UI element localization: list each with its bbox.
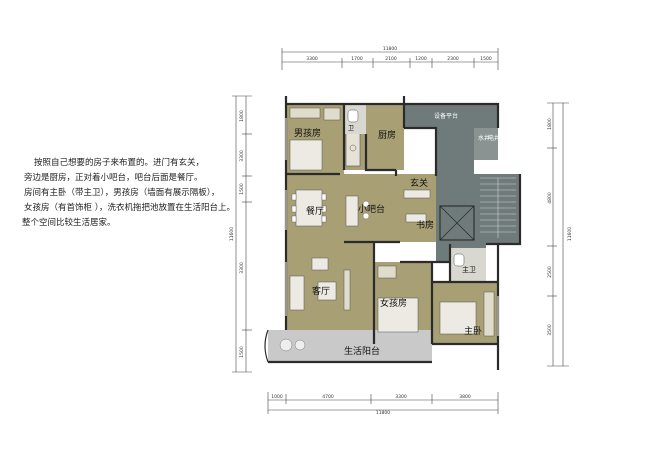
life-balcony-floor <box>268 330 432 362</box>
dim-top-seg: 1200 <box>415 56 427 62</box>
dim-left-seg: 1800 <box>239 110 245 122</box>
label-foyer: 玄关 <box>410 177 428 189</box>
label-dining: 餐厅 <box>306 205 324 217</box>
windows <box>285 118 499 336</box>
dim-right-seg: 1800 <box>547 118 553 130</box>
dim-bottom-seg: 3800 <box>459 394 471 400</box>
dim-top-seg: 3300 <box>306 56 318 62</box>
label-living: 客厅 <box>312 285 330 297</box>
dim-left-seg: 3300 <box>239 150 245 162</box>
dim-right-seg: 2500 <box>547 266 553 278</box>
dim-right-seg: 4800 <box>547 192 553 204</box>
description-line: 房间有主卧（带主卫），男孩房（墙面有展示隔板）， <box>24 188 220 198</box>
tv-cabinet-icon <box>343 269 351 311</box>
description-line: 女孩房（有首饰柜 ），洗衣机拖把池放置在生活阳台上。 <box>24 203 235 213</box>
bed-icon <box>439 301 477 335</box>
stove-icon <box>349 144 357 152</box>
description-text: 按照自己想要的房子来布置的。进门有玄关， 旁边是厨房，正对着小吧台，吧台后面是餐… <box>0 156 260 231</box>
wardrobe-icon <box>483 291 495 337</box>
bar-stool-icon <box>362 212 370 220</box>
dim-bottom-seg: 1000 <box>271 394 283 400</box>
display-shelf-icon <box>323 107 341 121</box>
toilet-icon <box>347 109 359 123</box>
dimension-right <box>547 102 569 367</box>
dimension-bottom <box>267 392 499 414</box>
shaft-area <box>474 128 498 160</box>
chair-icons <box>291 193 327 223</box>
dim-left-seg: 3300 <box>239 262 245 274</box>
jewelry-cabinet-icon <box>377 265 397 279</box>
study-desk-icon <box>405 213 427 223</box>
bar-counter-icon <box>345 195 359 227</box>
sofa-icon <box>289 275 305 311</box>
label-service-balcony: 设备平台 <box>434 112 458 120</box>
description-line: 按照自己想要的房子来布置的。进门有玄关， <box>34 158 205 168</box>
dim-top-total: 11800 <box>383 46 397 52</box>
label-master-bath: 主卫 <box>462 265 476 274</box>
dim-right-seg: 3500 <box>547 324 553 336</box>
dim-left-seg: 1500 <box>239 346 245 358</box>
dimension-left <box>232 95 252 373</box>
description-line: 旁边是厨房，正对着小吧台，吧台后面是餐厅。 <box>24 173 203 183</box>
dim-top-seg: 2100 <box>385 56 397 62</box>
dim-top-seg: 2300 <box>447 56 459 62</box>
dim-bottom-seg: 4700 <box>322 394 334 400</box>
shoe-cabinet-icon <box>403 189 431 199</box>
label-girl-room: 女孩房 <box>380 297 407 309</box>
toilet-icon <box>453 253 465 267</box>
mop-sink-icon <box>294 339 306 351</box>
dim-left-seg: 1500 <box>239 183 245 195</box>
bed-icon <box>377 297 419 333</box>
bed-icon <box>289 139 323 171</box>
label-well-water: 水井 <box>478 134 490 142</box>
dim-left-total: 11600 <box>229 227 235 241</box>
label-well-elec: 电井 <box>488 134 500 142</box>
dining-table-icon <box>295 189 323 227</box>
dim-bottom-total: 11800 <box>376 410 390 416</box>
desk-icon <box>289 107 321 119</box>
coffee-table-icon <box>317 281 337 301</box>
dimension-top <box>281 48 499 70</box>
description-line: 整个空间比较生活居家。 <box>22 218 116 228</box>
stair-core <box>436 128 520 262</box>
label-master-bed: 主卧 <box>464 325 482 337</box>
elevator-shaft <box>439 205 475 241</box>
service-balcony-floor <box>404 104 498 128</box>
stair-treads <box>480 177 516 238</box>
label-boy-room: 男孩房 <box>294 127 321 139</box>
label-bar: 小吧台 <box>358 203 385 215</box>
dim-right-total: 11600 <box>567 227 573 241</box>
washer-icon <box>279 338 293 352</box>
dim-bottom-seg: 3300 <box>395 394 407 400</box>
label-study: 书房 <box>416 219 434 231</box>
dim-top-seg: 1700 <box>351 56 363 62</box>
bar-stool-icon <box>362 200 370 208</box>
label-kitchen: 厨房 <box>378 129 396 141</box>
armchair-icon <box>311 257 329 271</box>
label-bathroom-small: 卫 <box>348 125 354 132</box>
label-life-balcony: 生活阳台 <box>344 345 380 357</box>
dim-top-seg: 1500 <box>480 56 492 62</box>
